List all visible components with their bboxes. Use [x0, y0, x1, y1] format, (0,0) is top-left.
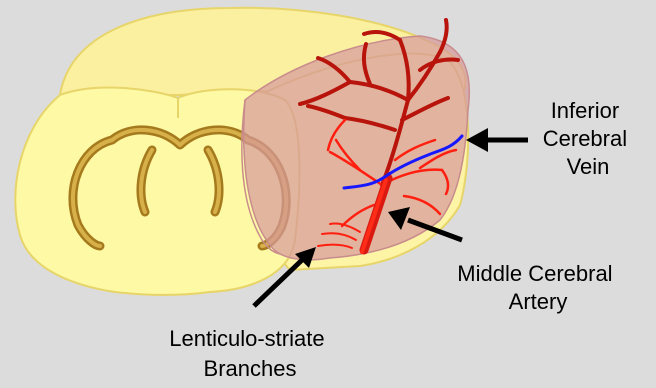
- label-lenticulo-line1: Lenticulo-striate: [169, 326, 324, 351]
- label-lenticulo-line2: Branches: [204, 356, 297, 381]
- label-lenticulo-striate: Lenticulo-striate Branches: [169, 326, 330, 381]
- label-vein-line2: Cerebral: [543, 126, 627, 151]
- label-mca-line2: Artery: [509, 289, 568, 314]
- label-vein-line1: Inferior: [551, 98, 619, 123]
- label-middle-cerebral-artery: Middle Cerebral Artery: [457, 261, 618, 314]
- label-mca-line1: Middle Cerebral: [457, 261, 612, 286]
- label-vein-line3: Vein: [567, 154, 610, 179]
- arrow-vein: [466, 128, 528, 152]
- label-inferior-cerebral-vein: Inferior Cerebral Vein: [543, 98, 634, 179]
